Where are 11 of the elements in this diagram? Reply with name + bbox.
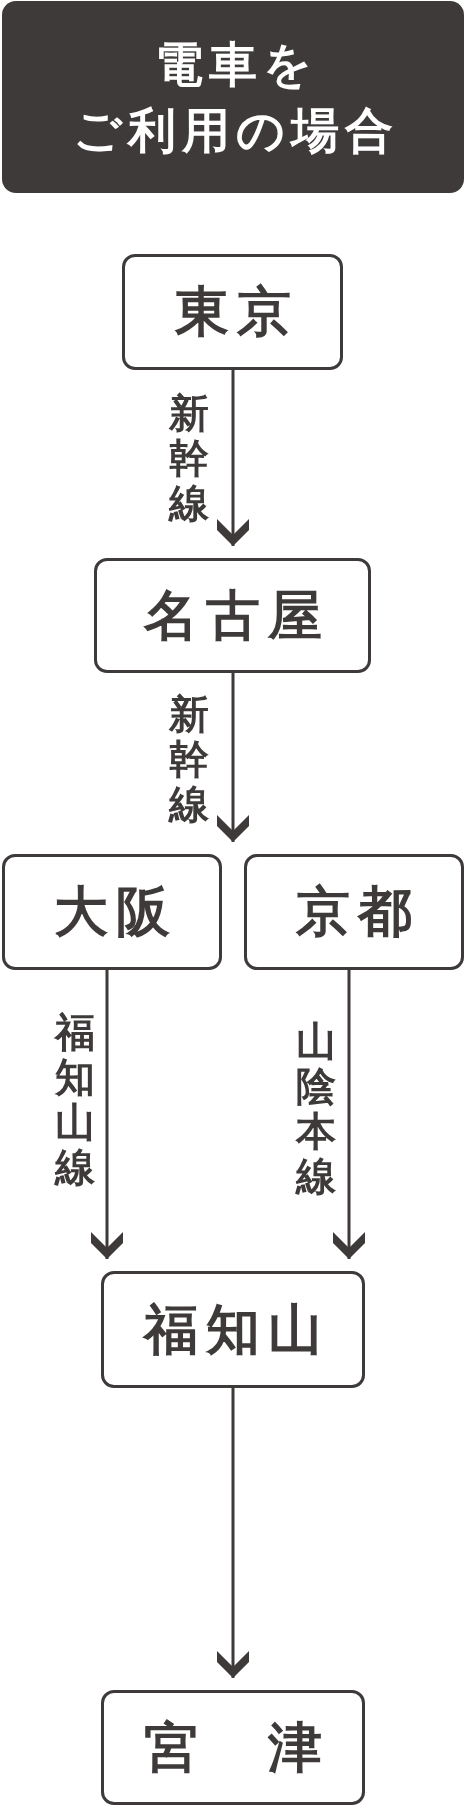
station-box: 福知山 — [101, 1271, 365, 1388]
edge-label: 福知山線 — [54, 1010, 96, 1190]
station-box: 大阪 — [2, 854, 222, 970]
station-box: 宮 津 — [101, 1690, 365, 1805]
station-box: 京都 — [244, 854, 464, 970]
station-box: 東京 — [122, 254, 343, 370]
edge-label: 山陰本線 — [295, 1019, 337, 1199]
station-box: 名古屋 — [94, 558, 371, 673]
edge-label: 新幹線 — [168, 692, 210, 827]
title-banner: 電車をご利用の場合 — [2, 1, 464, 193]
edge-label: 新幹線 — [168, 391, 210, 526]
